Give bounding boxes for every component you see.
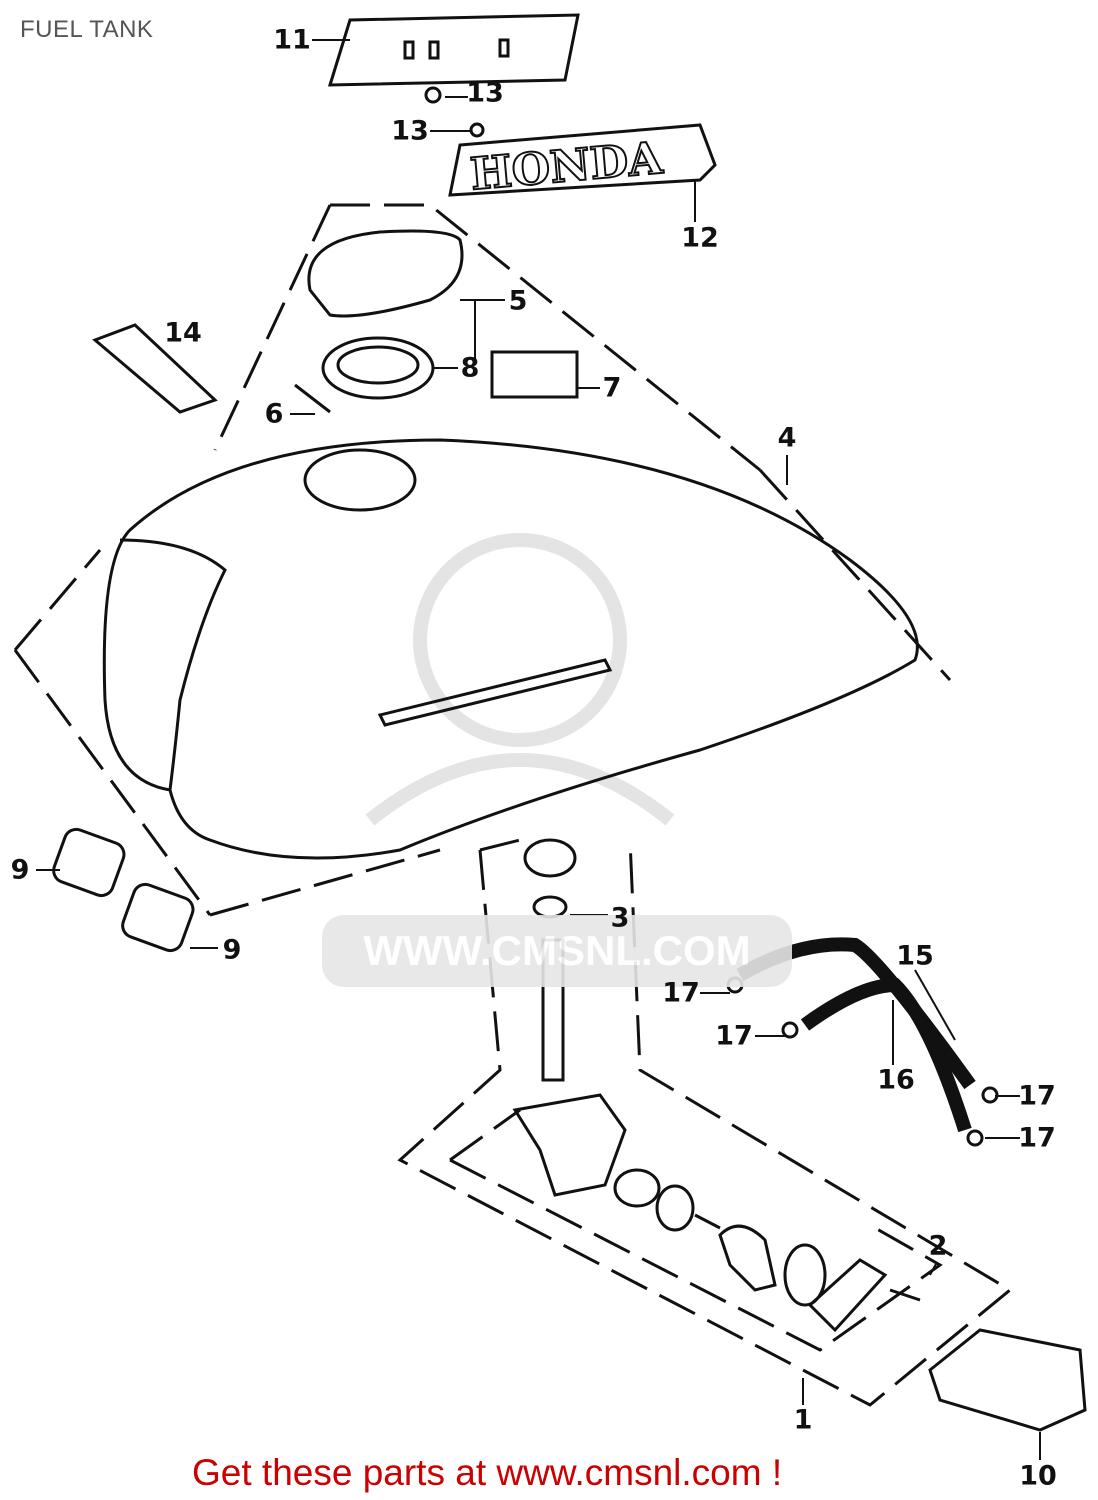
watermark-logo xyxy=(365,533,675,826)
get-parts-link[interactable]: Get these parts at www.cmsnl.com ! xyxy=(192,1452,783,1493)
valve-lever xyxy=(613,1168,661,1208)
valve-knob xyxy=(718,1224,777,1292)
callout-11: 11 xyxy=(273,24,311,56)
honda-emblem: HONDA xyxy=(467,132,666,200)
part-11-slot xyxy=(428,40,440,60)
callout-4: 4 xyxy=(777,422,797,454)
part-10-cover xyxy=(928,1328,1087,1432)
part-13-screw xyxy=(424,86,442,104)
cap-assembly-box xyxy=(213,203,761,472)
part-17-clip xyxy=(966,1129,984,1147)
callout-3: 3 xyxy=(610,902,630,934)
part-14-label xyxy=(92,323,218,414)
callout-17: 17 xyxy=(1018,1080,1056,1112)
callout-9: 9 xyxy=(10,854,30,886)
part-13-screw xyxy=(469,122,485,138)
part-9-rubber xyxy=(52,827,126,898)
part-11-slot xyxy=(498,38,510,58)
part-3-washer xyxy=(532,895,568,919)
part-4-filler-neck xyxy=(303,448,417,512)
callout-15: 15 xyxy=(896,940,934,972)
watermark-url: WWW.CMSNL.COM xyxy=(322,915,792,987)
part-12-emblem xyxy=(448,123,717,197)
part-5-cap xyxy=(307,229,464,318)
callout-13: 13 xyxy=(466,77,504,109)
callout-7: 7 xyxy=(602,372,622,404)
callout-17: 17 xyxy=(662,977,700,1009)
callout-13: 13 xyxy=(391,115,429,147)
part-9-rubber xyxy=(121,882,195,953)
callout-1: 1 xyxy=(793,1404,813,1436)
fuel-valve-body xyxy=(512,1093,627,1197)
part-8-gasket-inner xyxy=(336,345,420,385)
callout-5: 5 xyxy=(508,285,528,317)
part-7-key-lock xyxy=(490,350,579,399)
part-2-dashed-box xyxy=(449,1108,943,1352)
callout-16: 16 xyxy=(877,1064,915,1096)
valve-screw xyxy=(889,1288,921,1302)
honda-emblem-text: HONDA xyxy=(468,133,665,200)
callout-9: 9 xyxy=(222,934,242,966)
valve-plate xyxy=(807,1258,888,1333)
callout-8: 8 xyxy=(460,352,480,384)
part-11-plate xyxy=(327,13,580,87)
leader-lines xyxy=(36,39,1041,1460)
valve-dashed-box xyxy=(397,838,1013,1407)
callout-2: 2 xyxy=(928,1230,948,1262)
valve-o-ring xyxy=(655,1184,695,1232)
valve-spring xyxy=(694,1213,721,1230)
part-4-tank xyxy=(102,438,919,860)
part-16-hose xyxy=(800,977,972,1133)
valve-gasket xyxy=(783,1243,827,1307)
part-11-slot xyxy=(403,40,415,60)
part-6-pin xyxy=(294,383,331,414)
callout-10: 10 xyxy=(1019,1460,1057,1492)
callout-17: 17 xyxy=(715,1020,753,1052)
callout-14: 14 xyxy=(164,317,202,349)
diagram-title: FUEL TANK xyxy=(20,16,154,43)
part-17-clip xyxy=(781,1021,799,1039)
tank-dashed-box xyxy=(13,468,952,917)
callout-17: 17 xyxy=(1018,1122,1056,1154)
part-4-tank-knee-recess xyxy=(119,538,227,791)
callout-6: 6 xyxy=(264,398,284,430)
callout-12: 12 xyxy=(681,222,719,254)
part-17-clip xyxy=(981,1086,999,1104)
part-3-nut xyxy=(523,838,577,878)
part-4-tank-mount-slot xyxy=(377,658,613,727)
